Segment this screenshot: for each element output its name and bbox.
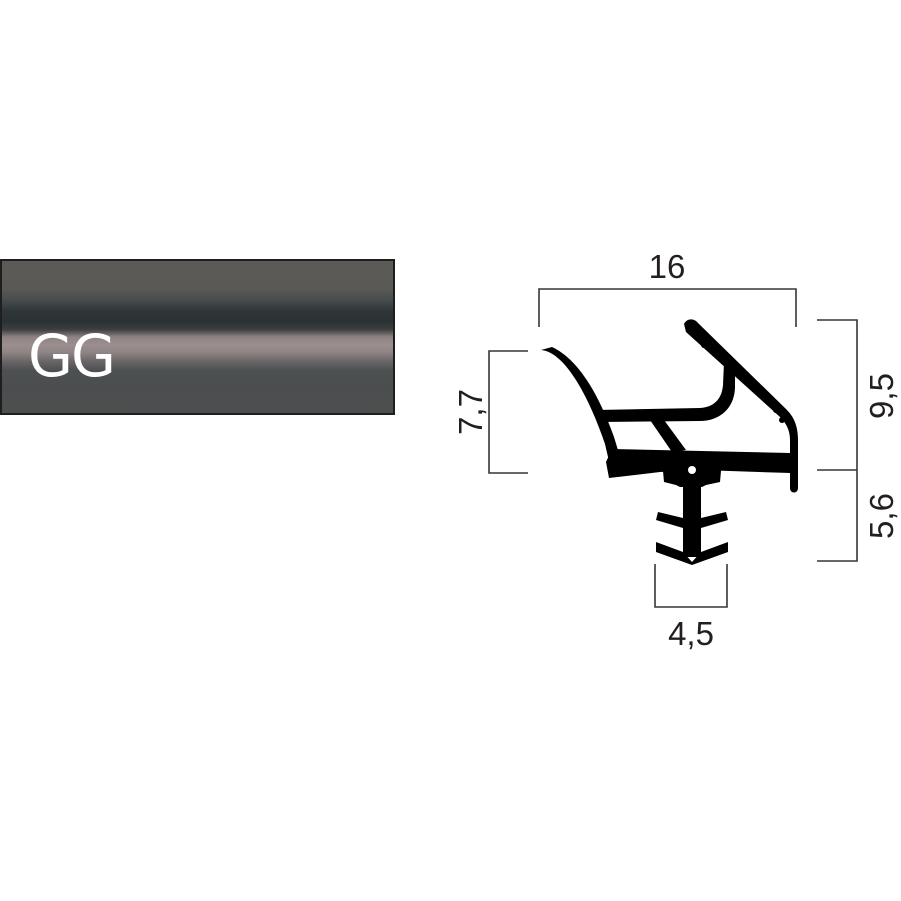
swatch-color-code: GG — [28, 322, 116, 390]
dimension-height-right: 9,5 5,6 — [817, 319, 900, 562]
seal-profile-shape — [541, 319, 798, 565]
color-swatch: GG — [0, 259, 395, 415]
dimension-label-7-7: 7,7 — [452, 389, 489, 435]
dimension-label-9-5: 9,5 — [863, 373, 900, 419]
dimension-height-left: 7,7 — [452, 350, 528, 474]
dimension-label-16: 16 — [649, 248, 686, 285]
dimension-width-bottom: 4,5 — [654, 564, 728, 652]
dimension-width-top: 16 — [538, 248, 797, 327]
dimension-label-4-5: 4,5 — [668, 615, 714, 652]
dimension-label-5-6: 5,6 — [863, 493, 900, 539]
